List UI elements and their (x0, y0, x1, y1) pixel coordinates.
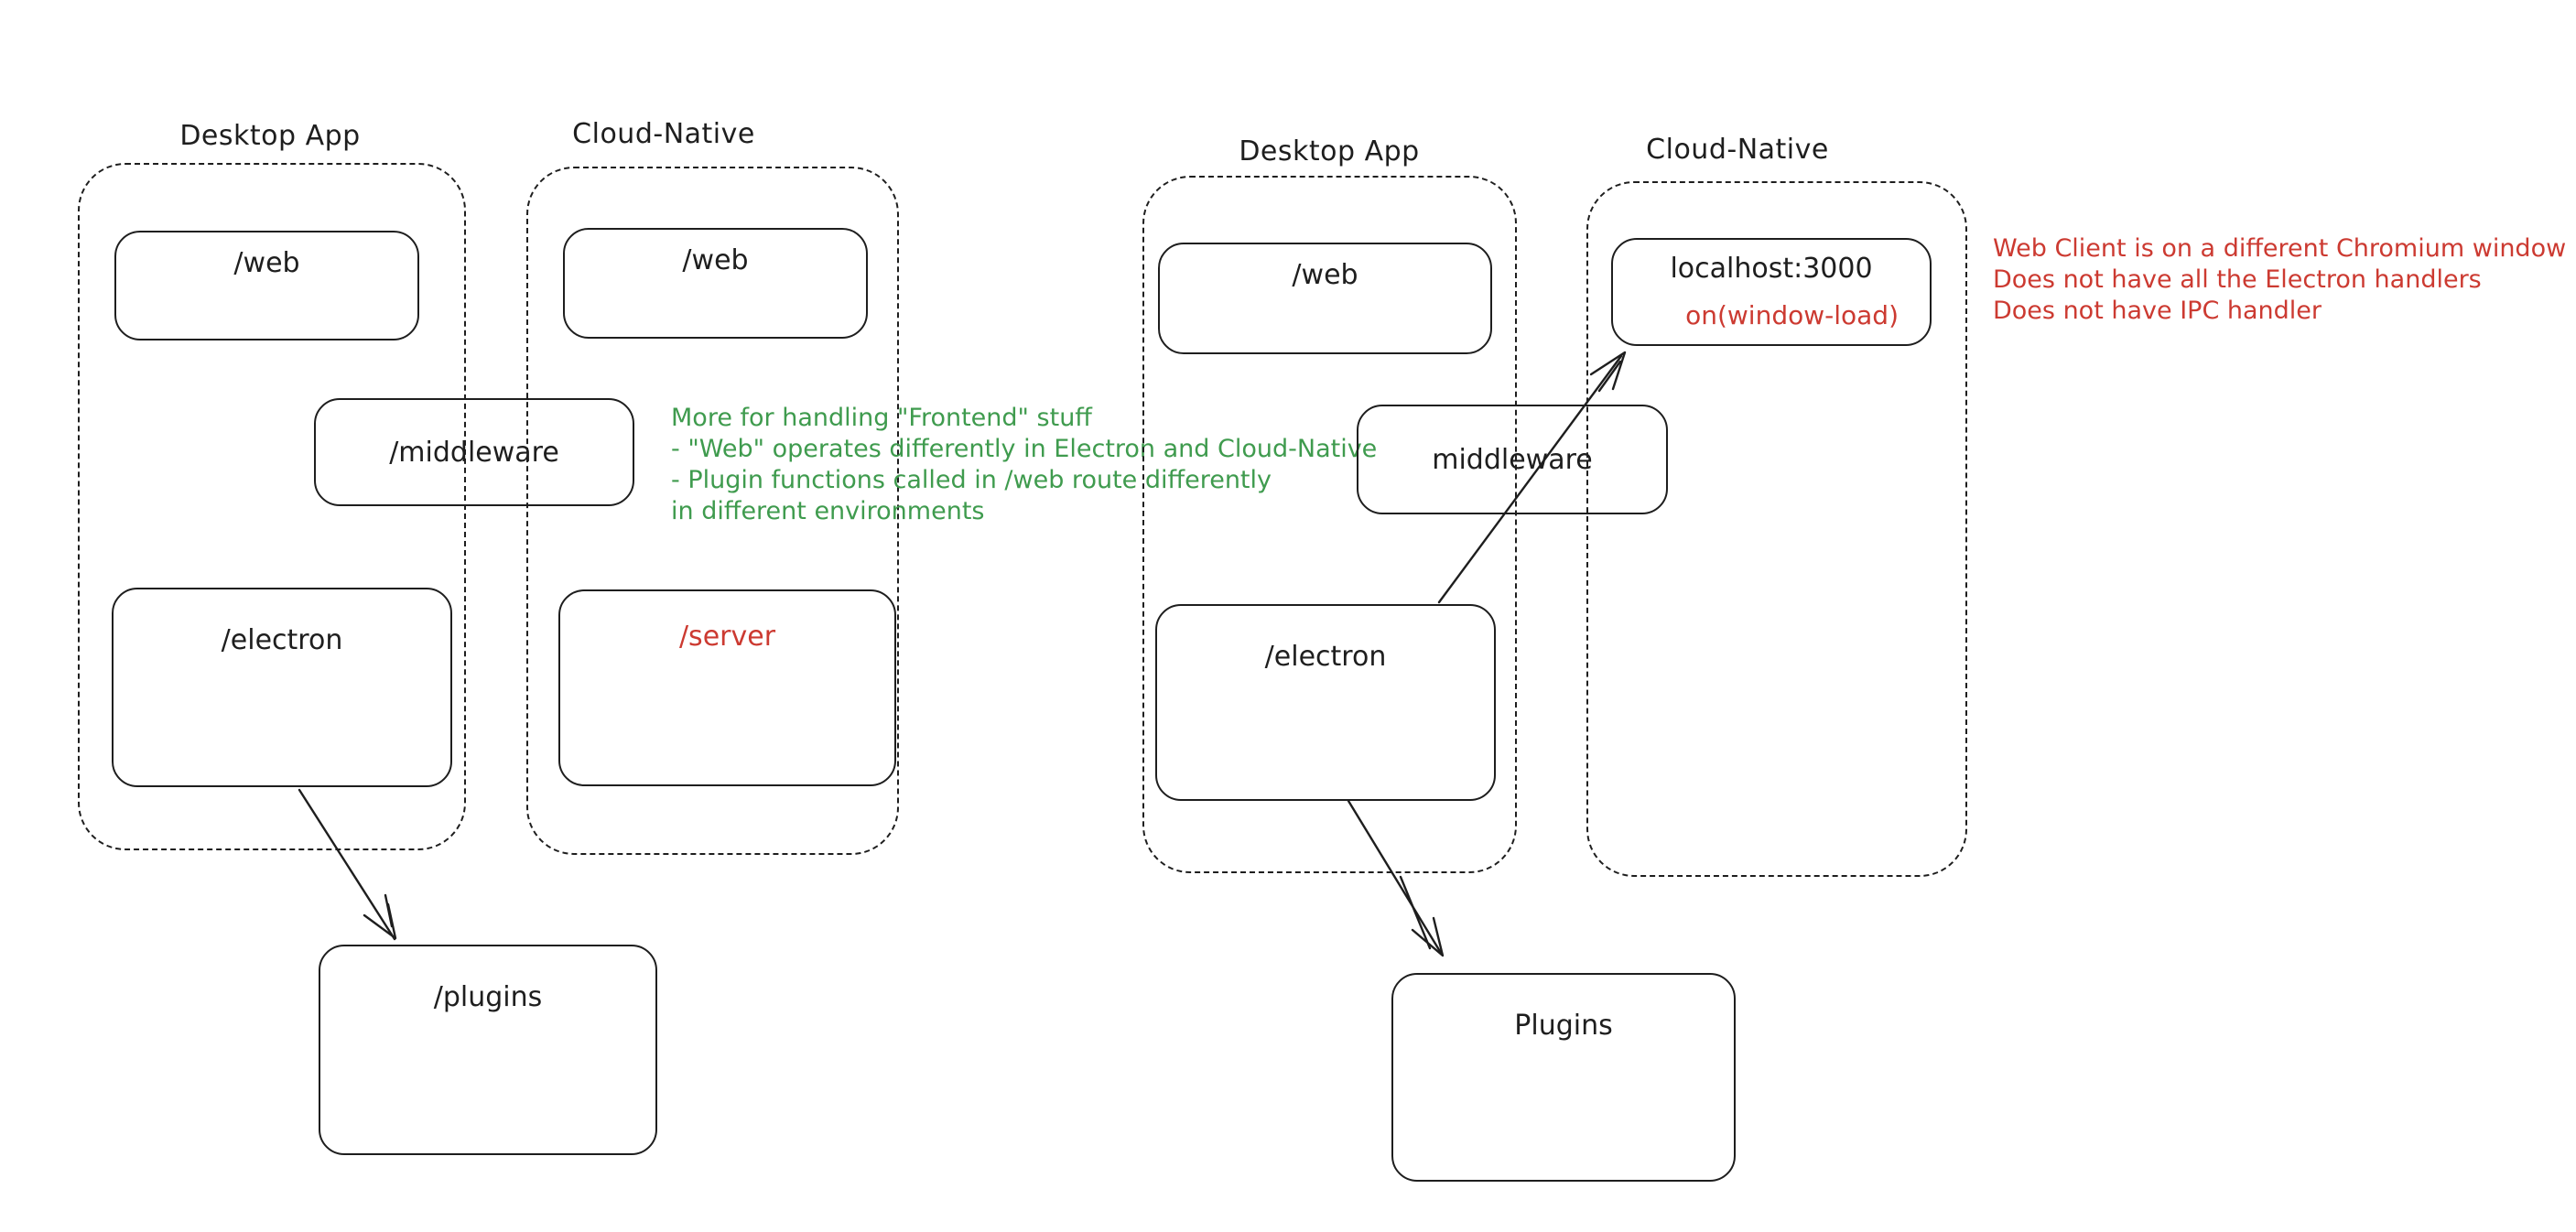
left-cloud-web-label: /web (682, 244, 749, 276)
red-note-line-1: Web Client is on a different Chromium wi… (1993, 234, 2567, 263)
right-desktop-web-box[interactable]: /web (1158, 243, 1492, 354)
right-plugins-box[interactable]: Plugins (1391, 973, 1736, 1182)
right-desktop-web-label: /web (1292, 259, 1358, 291)
left-electron-label: /electron (221, 624, 343, 656)
right-electron-label: /electron (1264, 641, 1387, 673)
green-note-line-3: - Plugin functions called in /web route … (671, 466, 1272, 494)
green-note-line-4: in different environments (671, 497, 985, 525)
left-desktop-web-label: /web (233, 247, 300, 279)
green-note-line-1: More for handling "Frontend" stuff (671, 404, 1092, 432)
left-electron-box[interactable]: /electron (112, 588, 452, 787)
left-desktop-web-box[interactable]: /web (114, 231, 419, 340)
left-plugins-label: /plugins (433, 981, 543, 1013)
right-localhost-box[interactable]: localhost:3000 on(window-load) (1611, 238, 1932, 346)
red-annotation-note[interactable]: Web Client is on a different Chromium wi… (1993, 233, 2566, 327)
right-window-load-label: on(window-load) (1685, 300, 1899, 330)
green-annotation-note[interactable]: More for handling "Frontend" stuff - "We… (671, 403, 1377, 527)
left-cloud-web-box[interactable]: /web (563, 228, 868, 339)
left-middleware-box[interactable]: /middleware (314, 398, 634, 506)
right-plugins-label: Plugins (1514, 1010, 1613, 1042)
left-cloud-native-label[interactable]: Cloud-Native (572, 118, 755, 150)
right-middleware-box[interactable]: middleware (1357, 405, 1668, 514)
left-server-box[interactable]: /server (558, 589, 896, 786)
left-cloud-native-container[interactable] (526, 167, 899, 855)
left-desktop-app-container[interactable] (78, 163, 466, 850)
right-desktop-app-label[interactable]: Desktop App (1239, 135, 1420, 168)
red-note-line-3: Does not have IPC handler (1993, 297, 2322, 325)
right-electron-box[interactable]: /electron (1155, 604, 1496, 801)
red-note-line-2: Does not have all the Electron handlers (1993, 265, 2482, 294)
right-cloud-native-label[interactable]: Cloud-Native (1646, 134, 1829, 166)
right-localhost-label: localhost:3000 (1670, 253, 1873, 285)
left-desktop-app-label[interactable]: Desktop App (179, 120, 361, 152)
left-server-label: /server (678, 621, 776, 653)
green-note-line-2: - "Web" operates differently in Electron… (671, 435, 1378, 463)
left-middleware-label: /middleware (389, 436, 559, 469)
right-middleware-label: middleware (1432, 443, 1593, 476)
left-plugins-box[interactable]: /plugins (319, 945, 657, 1155)
